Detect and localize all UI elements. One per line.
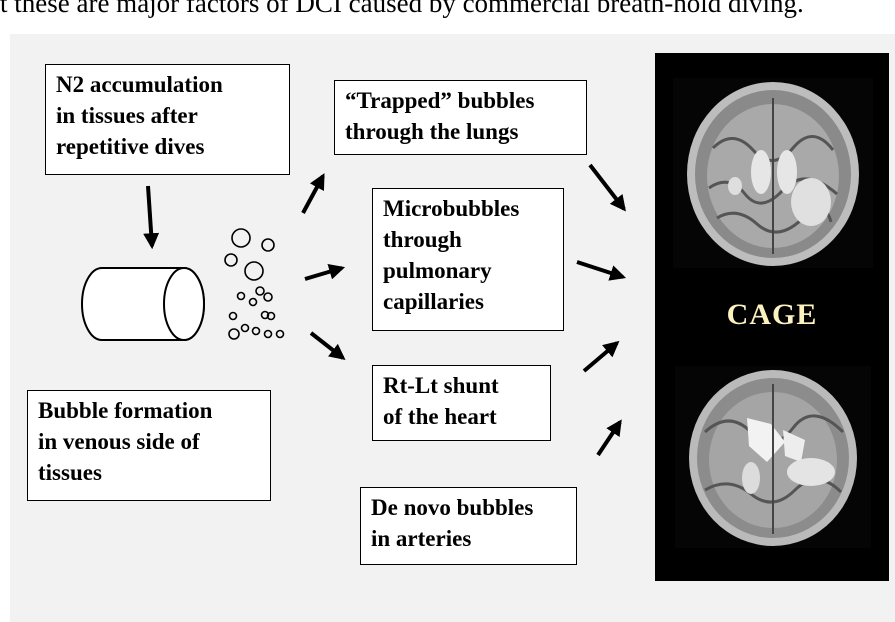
box-de-novo-bubbles: De novo bubbles in arteries bbox=[360, 487, 577, 565]
box-bubble-formation: Bubble formation in venous side of tissu… bbox=[27, 390, 271, 501]
box-line: of the heart bbox=[383, 404, 497, 429]
box-line: N2 accumulation bbox=[56, 72, 223, 97]
box-line: in venous side of bbox=[38, 429, 200, 454]
box-trapped-bubbles: “Trapped” bubbles through the lungs bbox=[334, 80, 587, 155]
box-n2-accumulation: N2 accumulation in tissues after repetit… bbox=[45, 64, 290, 175]
bubbles-icon bbox=[224, 228, 285, 340]
box-line: Bubble formation bbox=[38, 398, 213, 423]
box-microbubbles: Microbubbles through pulmonary capillari… bbox=[372, 188, 564, 331]
arrow-to-trapped bbox=[301, 173, 325, 214]
box-line: in tissues after bbox=[56, 103, 198, 128]
box-line: De novo bubbles bbox=[371, 495, 534, 520]
brain-mri-top-image bbox=[673, 78, 873, 268]
box-line: tissues bbox=[38, 460, 102, 485]
box-line: “Trapped” bubbles bbox=[345, 88, 535, 113]
vessel-cylinder-icon bbox=[81, 267, 205, 341]
box-line: Microbubbles bbox=[383, 196, 520, 221]
arrow-micro-to-mri bbox=[576, 260, 627, 281]
box-line: capillaries bbox=[383, 289, 484, 314]
mri-panel: CAGE bbox=[655, 53, 889, 581]
box-line: in arteries bbox=[371, 526, 472, 551]
box-line: through the lungs bbox=[345, 119, 519, 144]
cage-label: CAGE bbox=[726, 298, 818, 331]
top-caption: t these are major factors of DCI caused … bbox=[0, 0, 804, 18]
box-line: through bbox=[383, 227, 462, 252]
arrow-to-microbubbles bbox=[304, 263, 346, 281]
box-line: pulmonary bbox=[383, 258, 492, 283]
box-line: repetitive dives bbox=[56, 134, 205, 159]
brain-mri-bottom-image bbox=[675, 366, 871, 548]
arrow-trapped-to-mri bbox=[588, 163, 626, 212]
arrow-denovo-to-mri bbox=[596, 419, 622, 457]
box-rt-lt-shunt: Rt-Lt shunt of the heart bbox=[372, 365, 551, 441]
arrow-shunt-to-mri bbox=[582, 340, 620, 373]
arrow-to-shunt bbox=[309, 331, 346, 360]
box-line: Rt-Lt shunt bbox=[383, 373, 499, 398]
arrow-n2-to-vessel bbox=[143, 185, 160, 250]
